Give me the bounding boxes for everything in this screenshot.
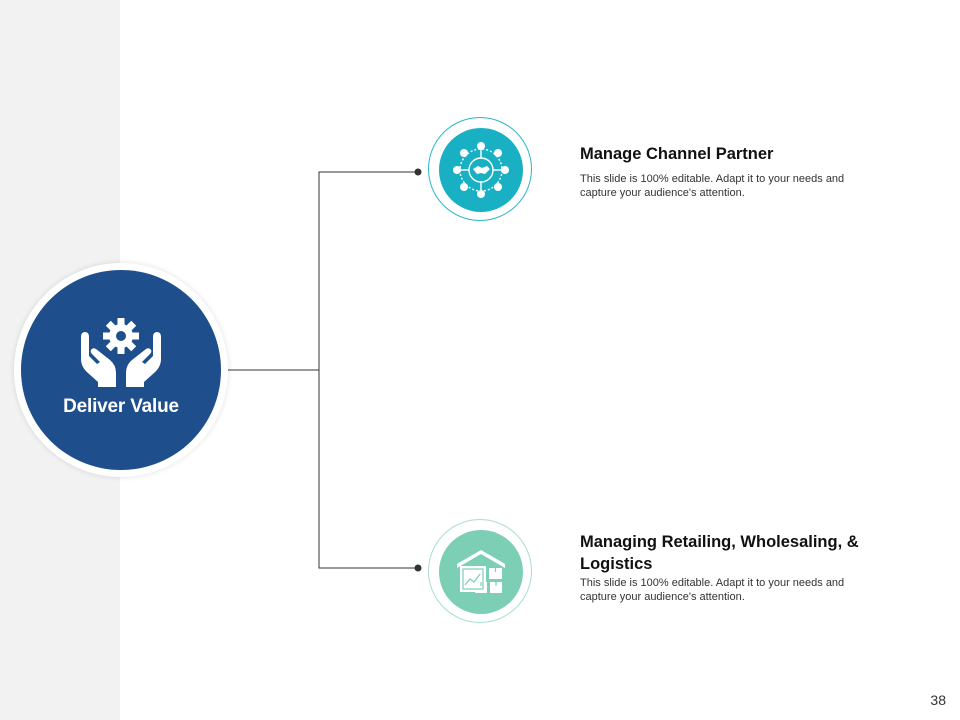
branch-1-description: This slide is 100% editable. Adapt it to… <box>580 173 845 199</box>
branch-2-title: Managing Retailing, Wholesaling, & Logis… <box>580 533 859 573</box>
center-node[interactable] <box>21 270 221 470</box>
branch-2-description: This slide is 100% editable. Adapt it to… <box>580 577 845 603</box>
branch-1-title: Manage Channel Partner <box>580 145 774 163</box>
hands-gear-icon <box>81 318 161 387</box>
center-node-label: Deliver Value <box>63 396 179 417</box>
connector-dot-bottom <box>414 564 422 572</box>
connector-dot-top <box>414 168 422 176</box>
handshake-network-icon <box>453 142 509 198</box>
warehouse-icon <box>457 550 505 593</box>
page-number: 38 <box>930 692 946 708</box>
